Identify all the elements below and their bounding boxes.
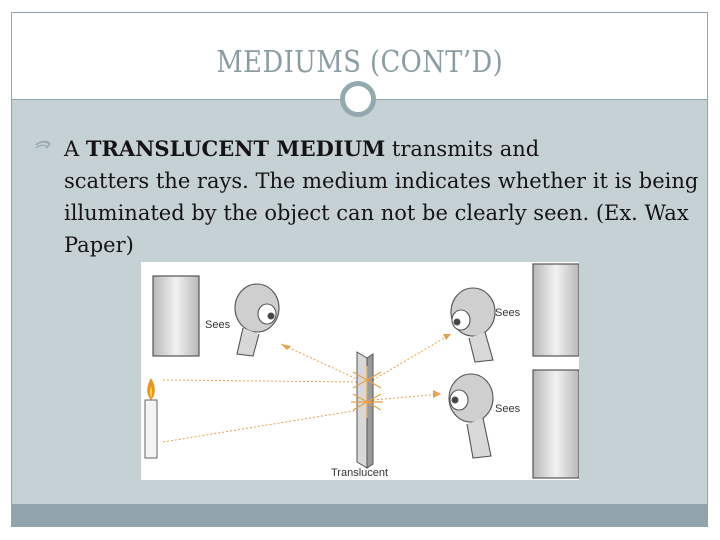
bullet-line-1: A TRANSLUCENT MEDIUM transmits and bbox=[64, 133, 704, 165]
slide-title-text: MEDIUMS (CONT’D) bbox=[216, 45, 503, 80]
top-right-view-panel bbox=[532, 263, 579, 357]
slide-title: MEDIUMS (CONT’D) bbox=[12, 45, 707, 80]
bullet-arrow-icon bbox=[35, 140, 51, 149]
top-right-viewer-head-icon bbox=[450, 287, 496, 363]
translucent-label: Translucent bbox=[331, 467, 388, 479]
footer-bar bbox=[12, 504, 707, 526]
diagram-svg: Sees Sees Sees Translucent bbox=[144, 263, 579, 479]
top-right-sees-label: Sees bbox=[495, 307, 521, 319]
bullet-item: A TRANSLUCENT MEDIUM transmits and scatt… bbox=[34, 133, 704, 261]
translucent-medium-icon bbox=[351, 351, 383, 469]
bottom-right-sees-label: Sees bbox=[495, 403, 521, 415]
bullet-rest: scatters the rays. The medium indicates … bbox=[64, 169, 699, 257]
left-view-panel bbox=[152, 275, 200, 357]
bullet-text: A TRANSLUCENT MEDIUM transmits and scatt… bbox=[34, 133, 704, 261]
bottom-right-viewer-head-icon bbox=[448, 373, 494, 459]
candle-icon bbox=[144, 378, 158, 459]
bottom-right-view-panel bbox=[532, 369, 579, 479]
translucent-diagram: Sees Sees Sees Translucent bbox=[141, 262, 579, 480]
left-viewer-head-icon bbox=[234, 283, 280, 357]
bullet-after-emphasis: transmits and bbox=[385, 137, 540, 161]
bullet-intro: A bbox=[64, 137, 86, 161]
left-sees-label: Sees bbox=[205, 319, 231, 331]
ray-arrows bbox=[281, 334, 451, 398]
light-rays bbox=[162, 333, 452, 443]
title-ring-icon bbox=[340, 81, 376, 117]
bullet-emphasis: TRANSLUCENT MEDIUM bbox=[85, 136, 386, 161]
